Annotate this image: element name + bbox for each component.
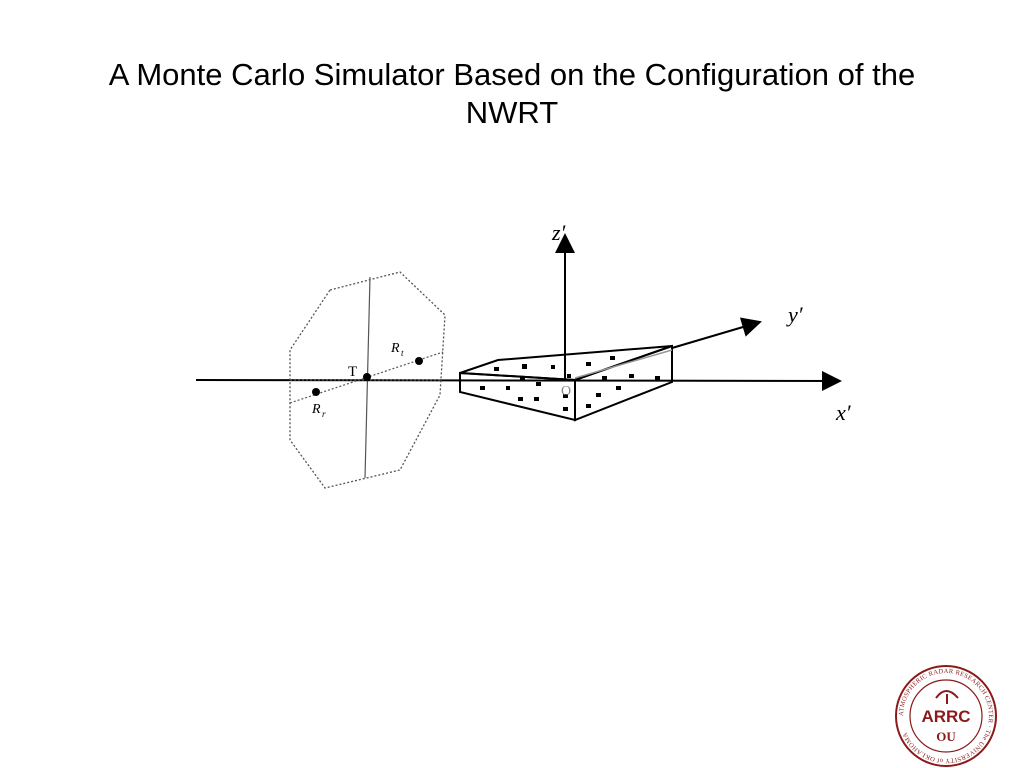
x-axis-label: x′ xyxy=(835,400,852,425)
logo-brand-text: ARRC xyxy=(921,707,970,726)
scatterer xyxy=(480,386,485,390)
scatterer xyxy=(610,356,615,360)
scatterer xyxy=(506,386,510,390)
scattering-volume-side xyxy=(574,344,673,422)
rt-label-sub: t xyxy=(401,348,404,358)
scatterer xyxy=(551,365,555,369)
scatterer xyxy=(596,393,601,397)
scatterer xyxy=(563,394,568,398)
scatterer xyxy=(494,367,499,371)
scatterer xyxy=(563,407,568,411)
radar-dish-icon xyxy=(935,690,959,704)
ou-monogram-icon: OU xyxy=(936,729,956,744)
rr-label-main: R xyxy=(311,402,321,417)
rt-label: R t xyxy=(390,341,404,358)
receiver-rt-point xyxy=(415,357,423,365)
scatterer xyxy=(534,397,539,401)
title-line-2: NWRT xyxy=(465,95,559,130)
scatterer xyxy=(616,386,621,390)
arrc-logo: ATMOSPHERIC RADAR RESEARCH CENTER · The … xyxy=(895,665,997,767)
x-axis-line xyxy=(195,370,842,391)
scatterer xyxy=(629,374,634,378)
scatterer xyxy=(586,362,591,366)
scatterer xyxy=(536,382,541,386)
scatterer xyxy=(520,376,525,380)
rt-label-main: R xyxy=(390,341,400,356)
scatterer xyxy=(522,364,527,369)
scatterer xyxy=(655,376,660,380)
scatterer xyxy=(586,404,591,408)
origin-label: O xyxy=(561,384,571,399)
z-axis-label: z′ xyxy=(551,220,567,245)
scatterers xyxy=(480,356,660,411)
rr-label-sub: r xyxy=(322,409,326,419)
transmitter-label: T xyxy=(348,364,357,380)
receiver-rr-point xyxy=(312,388,320,396)
transmitter-point xyxy=(363,373,371,381)
y-axis-label: y′ xyxy=(786,302,804,327)
title-line-1: A Monte Carlo Simulator Based on the Con… xyxy=(108,57,916,92)
scatterer xyxy=(567,374,571,378)
slide-title: A Monte Carlo Simulator Based on the Con… xyxy=(40,56,984,132)
y-axis-line xyxy=(671,317,762,349)
scatterer xyxy=(602,376,607,380)
rr-label: R r xyxy=(311,402,326,419)
scatterer xyxy=(518,397,523,401)
volume-inner-edge xyxy=(574,349,673,379)
